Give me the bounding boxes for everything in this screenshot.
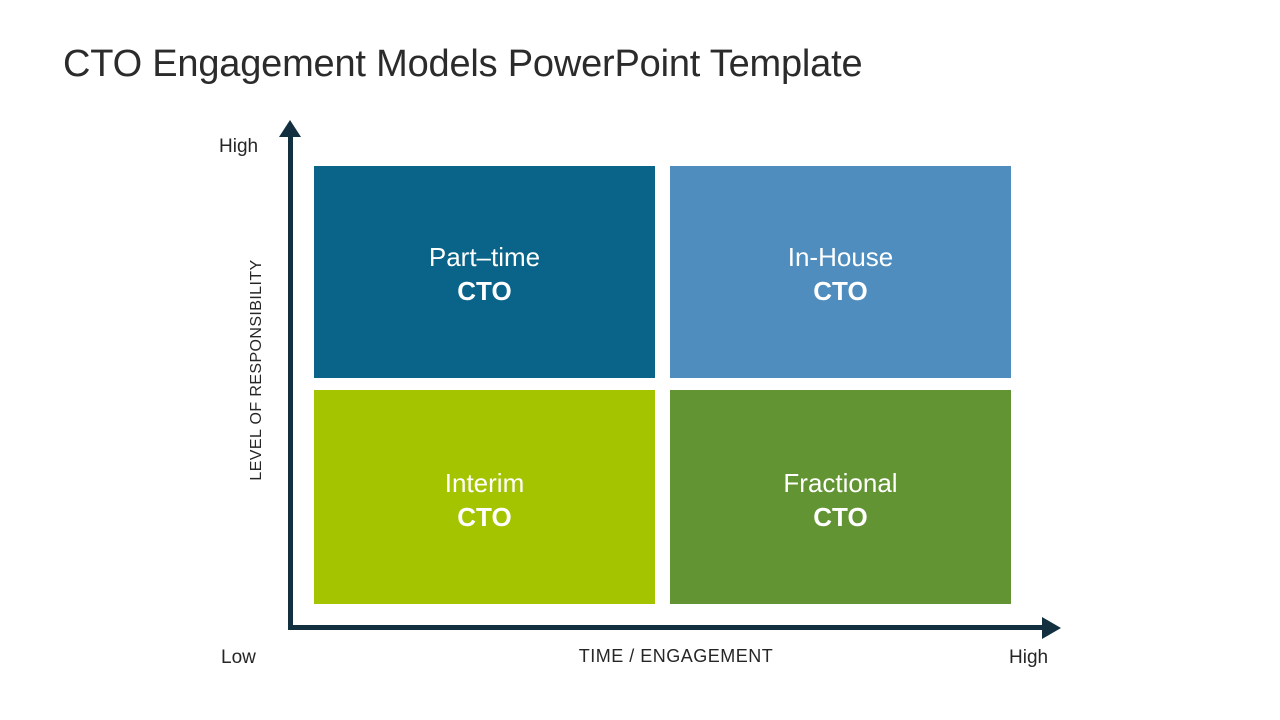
quadrant-sublabel: CTO <box>813 502 868 533</box>
y-axis-arrow-icon <box>279 120 301 137</box>
quadrant-text-block: In-House CTO <box>670 240 1011 309</box>
quadrant-sublabel: CTO <box>457 502 512 533</box>
x-axis-high-label: High <box>1009 647 1049 668</box>
y-axis-line <box>288 133 293 630</box>
quadrant-label: In-House <box>787 242 894 272</box>
quadrant-text-block: Part–time CTO <box>314 240 655 309</box>
quadrant-in-house-cto[interactable]: In-House CTO <box>670 166 1011 378</box>
y-axis-title: LEVEL OF RESPONSIBILITY <box>248 259 265 481</box>
x-axis-title: TIME / ENGAGEMENT <box>578 646 774 666</box>
quadrant-text-block: Fractional CTO <box>670 466 1011 535</box>
x-axis-arrow-icon <box>1042 617 1061 639</box>
quadrant-label: Interim <box>444 468 525 498</box>
page-title: CTO Engagement Models PowerPoint Templat… <box>63 43 863 85</box>
quadrant-interim-cto[interactable]: Interim CTO <box>314 390 655 604</box>
quadrant-sublabel: CTO <box>457 276 512 307</box>
quadrant-text-block: Interim CTO <box>314 466 655 535</box>
quadrant-fractional-cto[interactable]: Fractional CTO <box>670 390 1011 604</box>
quadrant-part-time-cto[interactable]: Part–time CTO <box>314 166 655 378</box>
quadrant-sublabel: CTO <box>813 276 868 307</box>
quadrant-label: Fractional <box>783 468 898 498</box>
x-axis-line <box>288 625 1048 630</box>
x-axis-low-label: Low <box>221 647 256 668</box>
quadrant-label: Part–time <box>428 242 541 272</box>
